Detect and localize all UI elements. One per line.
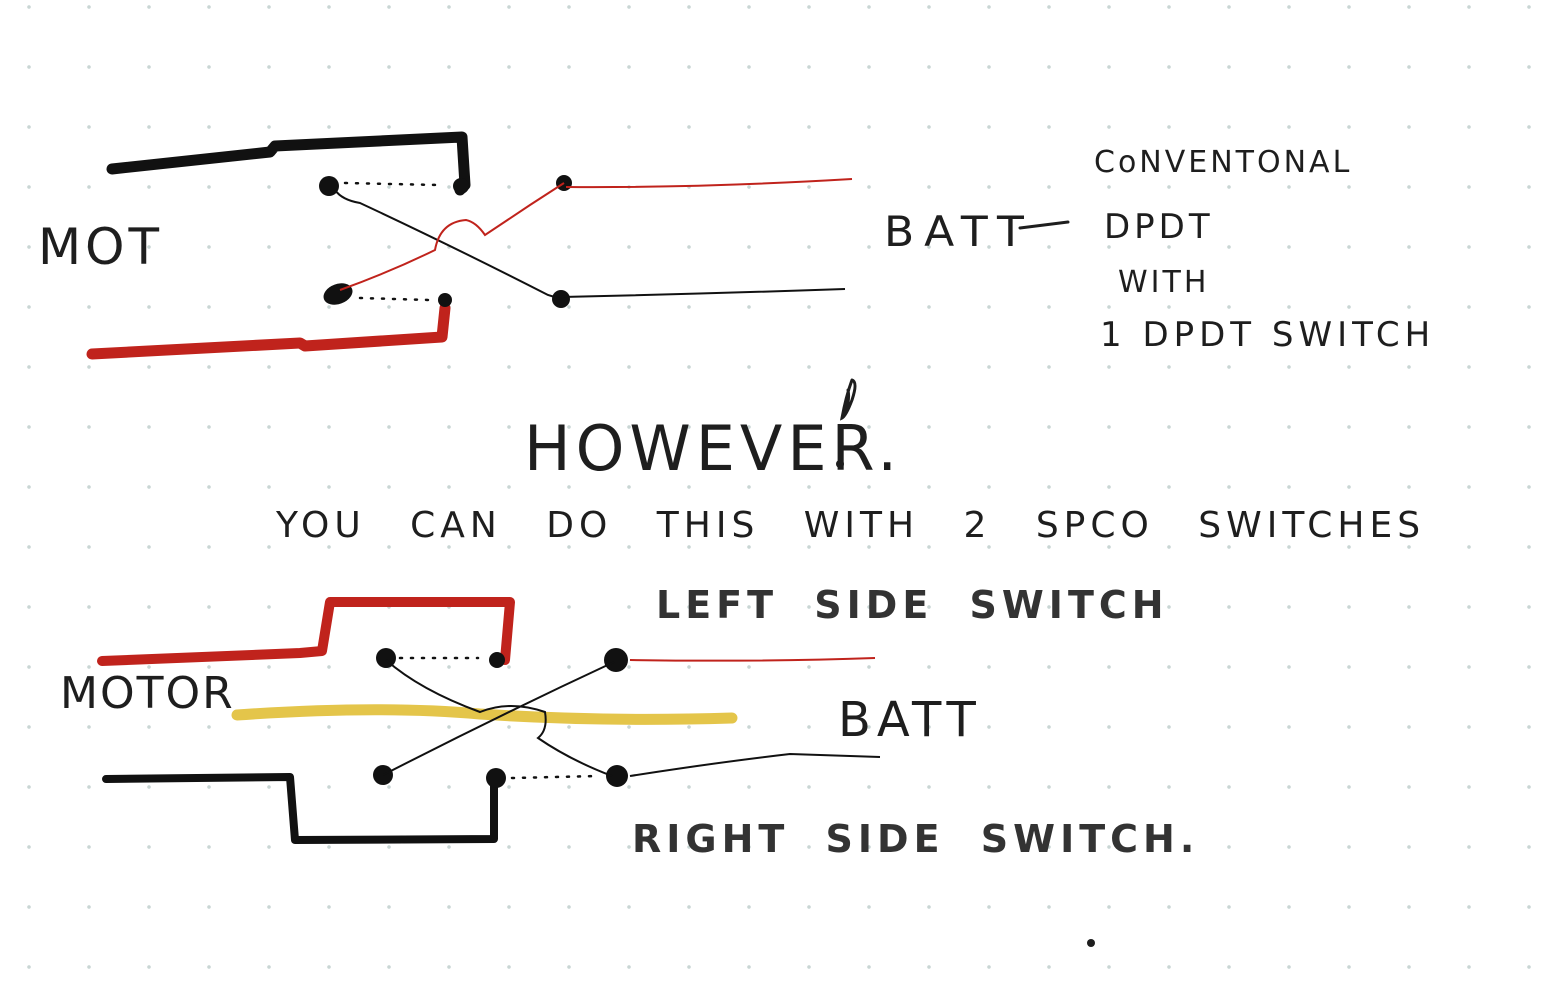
yellow-link-wire <box>231 704 738 725</box>
motor-red-wire-bottom <box>97 597 515 666</box>
batt-top-label: BATT <box>884 208 1034 257</box>
spco-subtitle: YOU CAN DO THIS WITH 2 SPCO SWITCHES <box>276 505 1426 546</box>
battery-black-lead-bottom <box>629 752 881 777</box>
cross-wire-2 <box>382 661 615 776</box>
terminal-dot <box>319 176 339 196</box>
motor-red-wire-top <box>86 302 451 360</box>
note-line-switch: 1 DPDT SWITCH <box>1100 315 1436 355</box>
left-side-switch-label: LEFT SIDE SWITCH <box>656 583 1169 627</box>
battery-red-lead-top <box>565 178 853 189</box>
terminal-dot <box>438 293 452 307</box>
ink-dot <box>1087 939 1095 947</box>
battery-black-lead-top <box>561 288 846 298</box>
terminal-dot <box>453 178 469 194</box>
exclamation-mark <box>839 378 857 421</box>
switch-contact-dotted <box>343 181 440 187</box>
however-heading: HOWEVER. <box>524 412 903 485</box>
cross-wire-red-top <box>339 182 565 291</box>
note-line-dpdt: DPDT <box>1104 207 1214 247</box>
terminal-dot <box>489 652 505 668</box>
note-line-conventional: CoNVENTONAL <box>1094 145 1353 180</box>
terminal-dot <box>606 765 628 787</box>
pointer-line <box>1018 220 1070 230</box>
spco-diagram <box>97 597 881 844</box>
terminal-dot <box>604 648 628 672</box>
right-side-switch-label: RIGHT SIDE SWITCH. <box>632 817 1200 861</box>
battery-red-lead-bottom <box>629 657 876 662</box>
terminal-dot <box>323 283 353 305</box>
motor-black-wire-top <box>106 131 471 196</box>
ink-dot <box>836 460 844 468</box>
cross-wire-black-top <box>334 189 562 300</box>
motor-black-wire-bottom <box>102 773 498 844</box>
dpdt-diagram <box>86 131 1070 360</box>
switch-contact-dotted <box>510 774 600 780</box>
cross-wire-1 <box>385 659 613 777</box>
note-line-with: WITH <box>1118 265 1210 300</box>
switch-contact-dotted <box>358 296 432 302</box>
terminal-dot <box>486 768 506 788</box>
mot-label: MOT <box>38 218 164 276</box>
batt-bottom-label: BATT <box>838 692 982 748</box>
motor-label: MOTOR <box>60 668 235 719</box>
